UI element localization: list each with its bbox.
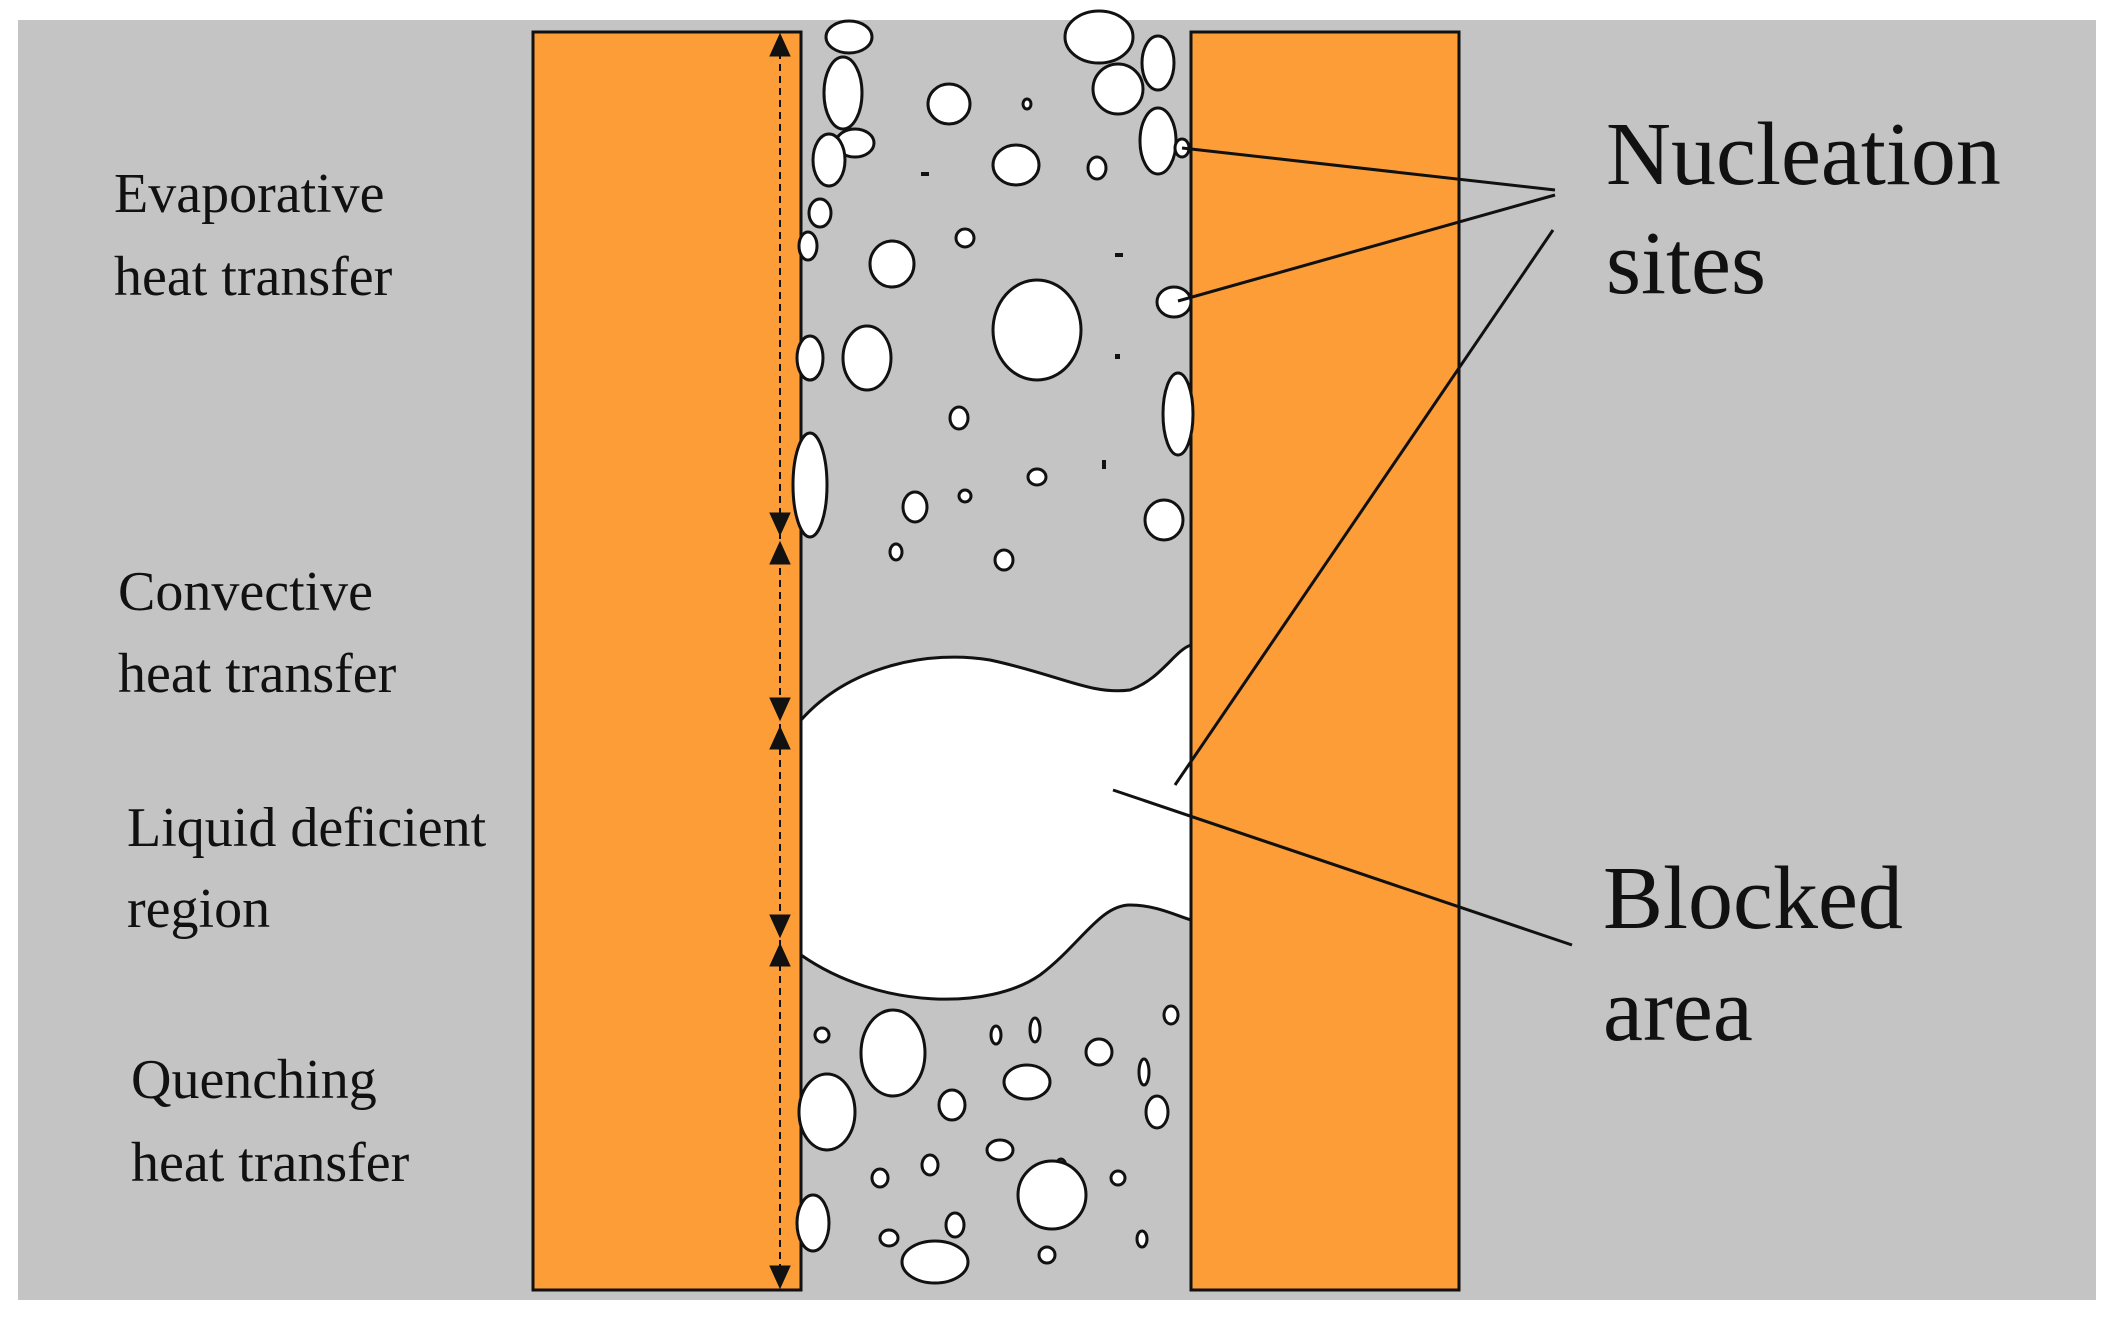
label-nucleation-line2: sites <box>1606 214 1766 313</box>
label-convective-line2: heat transfer <box>118 643 397 705</box>
label-convective-line1: Convective <box>118 561 373 623</box>
label-blocked-line2: area <box>1603 961 1753 1060</box>
label-evaporative-line2: heat transfer <box>114 246 393 308</box>
callout-lines <box>1112 146 1573 947</box>
label-liquid-deficient-line1: Liquid deficient <box>127 797 487 859</box>
label-quenching-line2: heat transfer <box>131 1132 410 1194</box>
tiny-specks <box>921 172 1123 469</box>
label-blocked-line1: Blocked <box>1603 849 1903 948</box>
label-quenching-line1: Quenching <box>131 1049 377 1111</box>
right-heated-wall <box>1189 30 1461 1292</box>
label-nucleation-line1: Nucleation <box>1606 105 2001 204</box>
vapor-blocked-region <box>799 642 1193 1001</box>
bubbles-top <box>791 9 1195 572</box>
left-heated-wall <box>531 30 803 1292</box>
label-evaporative-line1: Evaporative <box>114 163 385 225</box>
region-dimension-markers <box>769 32 791 1290</box>
label-liquid-deficient-line2: region <box>127 878 270 940</box>
diagram-background <box>18 20 2096 1300</box>
bubbles-bottom <box>795 1004 1180 1285</box>
